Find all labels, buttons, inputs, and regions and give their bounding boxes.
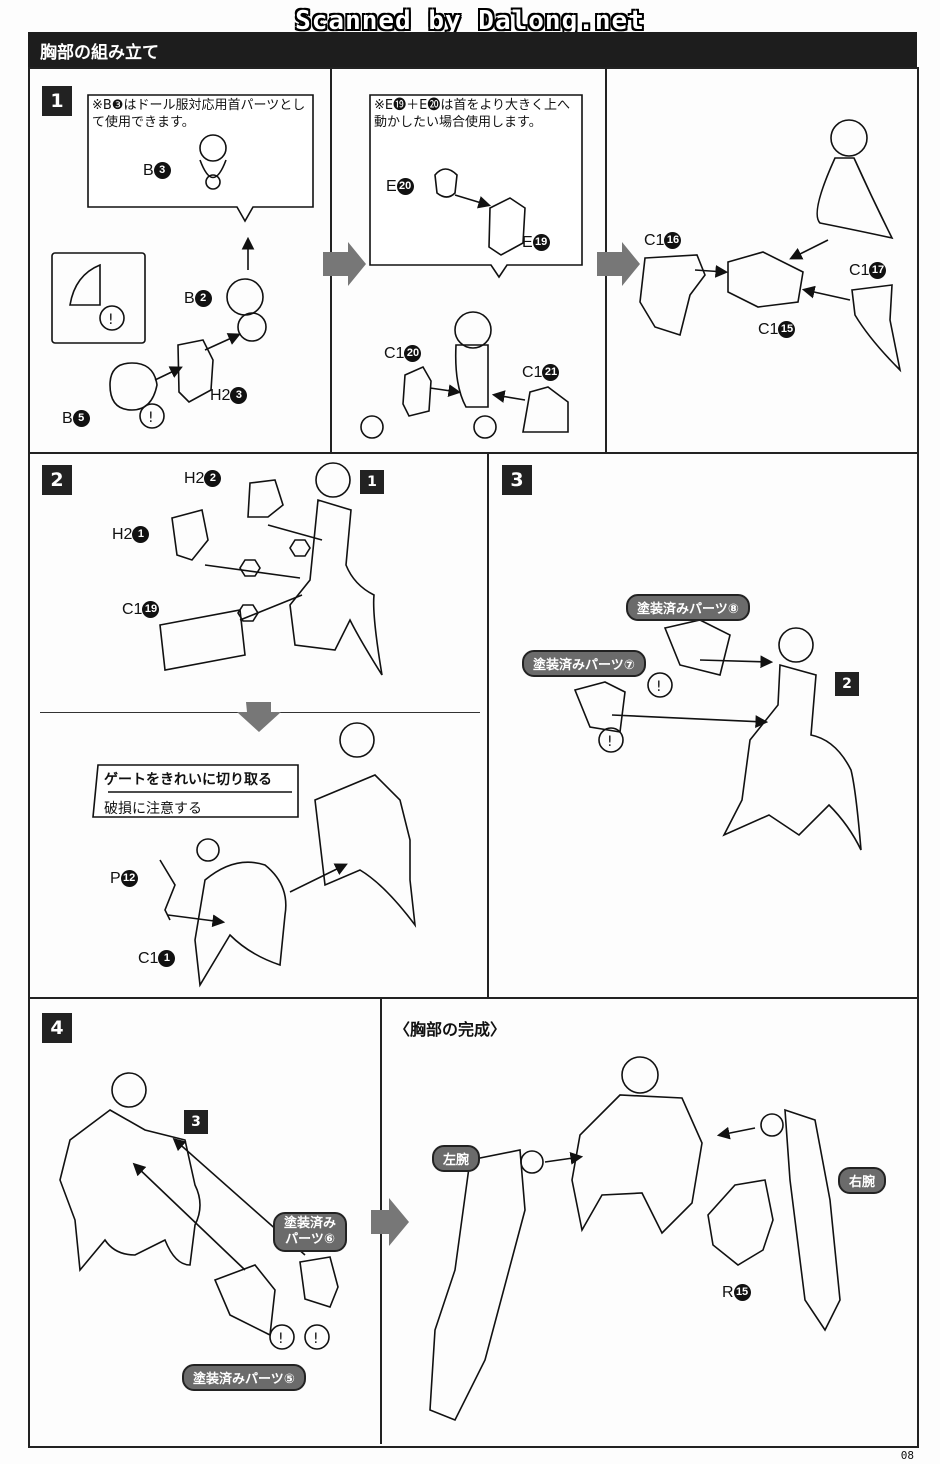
label-h2-3-num: 3 [230,387,248,405]
gate-trim-note: ゲートをきれいに切り取る [104,772,272,788]
label-e19-text: E [522,234,533,251]
section-title: 胸部の組み立て [40,43,159,63]
painted-part-8: 塗装済みパーツ⑧ [626,594,750,621]
col-divider-2 [487,452,489,997]
svg-text:!: ! [108,312,114,328]
step-number-2: 2 [42,465,72,495]
label-p12-text: P [110,870,121,887]
label-b2-num: 2 [194,290,212,308]
ref-step-2: 2 [835,672,859,696]
completion-title: 〈胸部の完成〉 [394,1020,507,1039]
left-arm-label: 左腕 [432,1145,481,1172]
step-number-1: 1 [42,86,72,116]
label-c1-16-text: C1 [644,232,665,249]
label-e19-num: 19 [532,234,550,252]
label-c1-19-num: 19 [142,601,160,619]
painted-part-6: 塗装済み パーツ⑥ [273,1212,348,1252]
step-number-3: 3 [502,465,532,495]
neck-part-note: ※B❸はドール服対応用首パーツとして使用できます。 [92,98,306,130]
painted-part-5: 塗装済みパーツ⑤ [182,1364,306,1391]
painted-part-6-line1: 塗装済み [284,1216,337,1231]
label-r15-num: 15 [733,1284,751,1302]
label-c1-16-num: 16 [664,232,682,250]
label-h2-2-num: 2 [204,470,222,488]
row-divider-2 [28,997,917,999]
damage-caution-note: 破損に注意する [104,801,202,817]
watermark: Scanned by Dalong.net [295,6,645,36]
label-b2-text: B [184,290,195,307]
enlarged-neck-note: ※E⓳＋E⓴は首をより大きく上へ動かしたい場合使用します。 [374,98,571,130]
right-arm-label: 右腕 [838,1167,887,1194]
ref-step-3: 3 [184,1110,208,1134]
svg-text:!: ! [607,734,613,750]
label-c1-20-num: 20 [404,345,422,363]
label-b5-text: B [62,410,73,427]
label-c1-15-text: C1 [758,321,779,338]
label-c1-17-num: 17 [869,262,887,280]
row-divider-1 [28,452,917,454]
label-c1-21-text: C1 [522,364,543,381]
instruction-frame [28,67,919,1448]
label-c1-15-num: 15 [778,321,796,339]
svg-text:!: ! [278,1331,284,1347]
step-number-4: 4 [42,1013,72,1043]
ref-step-1: 1 [360,470,384,494]
label-e20-text: E [386,178,397,195]
label-c1-17-text: C1 [849,262,870,279]
label-c1-1-text: C1 [138,950,159,967]
label-b3-num: 3 [153,162,171,180]
svg-text:!: ! [148,410,154,426]
label-e20-num: 20 [396,178,414,196]
painted-part-7: 塗装済みパーツ⑦ [522,650,646,677]
label-p12-num: 12 [120,870,138,888]
label-h2-2-text: H2 [184,470,205,487]
label-r15-text: R [722,1284,734,1301]
label-b3-text: B [143,162,154,179]
label-c1-20-text: C1 [384,345,405,362]
label-c1-19-text: C1 [122,601,143,618]
label-c1-1-num: 1 [158,950,176,968]
section-header: 胸部の組み立て [28,32,917,67]
label-h2-1-num: 1 [132,526,150,544]
label-c1-21-num: 21 [542,364,560,382]
label-h2-1-text: H2 [112,526,133,543]
svg-text:!: ! [656,679,662,695]
page-number: 08 [900,1449,914,1462]
label-h2-3-text: H2 [210,387,231,404]
svg-text:!: ! [313,1331,319,1347]
label-b5-num: 5 [72,410,90,428]
painted-part-6-line2: パーツ⑥ [285,1232,335,1247]
